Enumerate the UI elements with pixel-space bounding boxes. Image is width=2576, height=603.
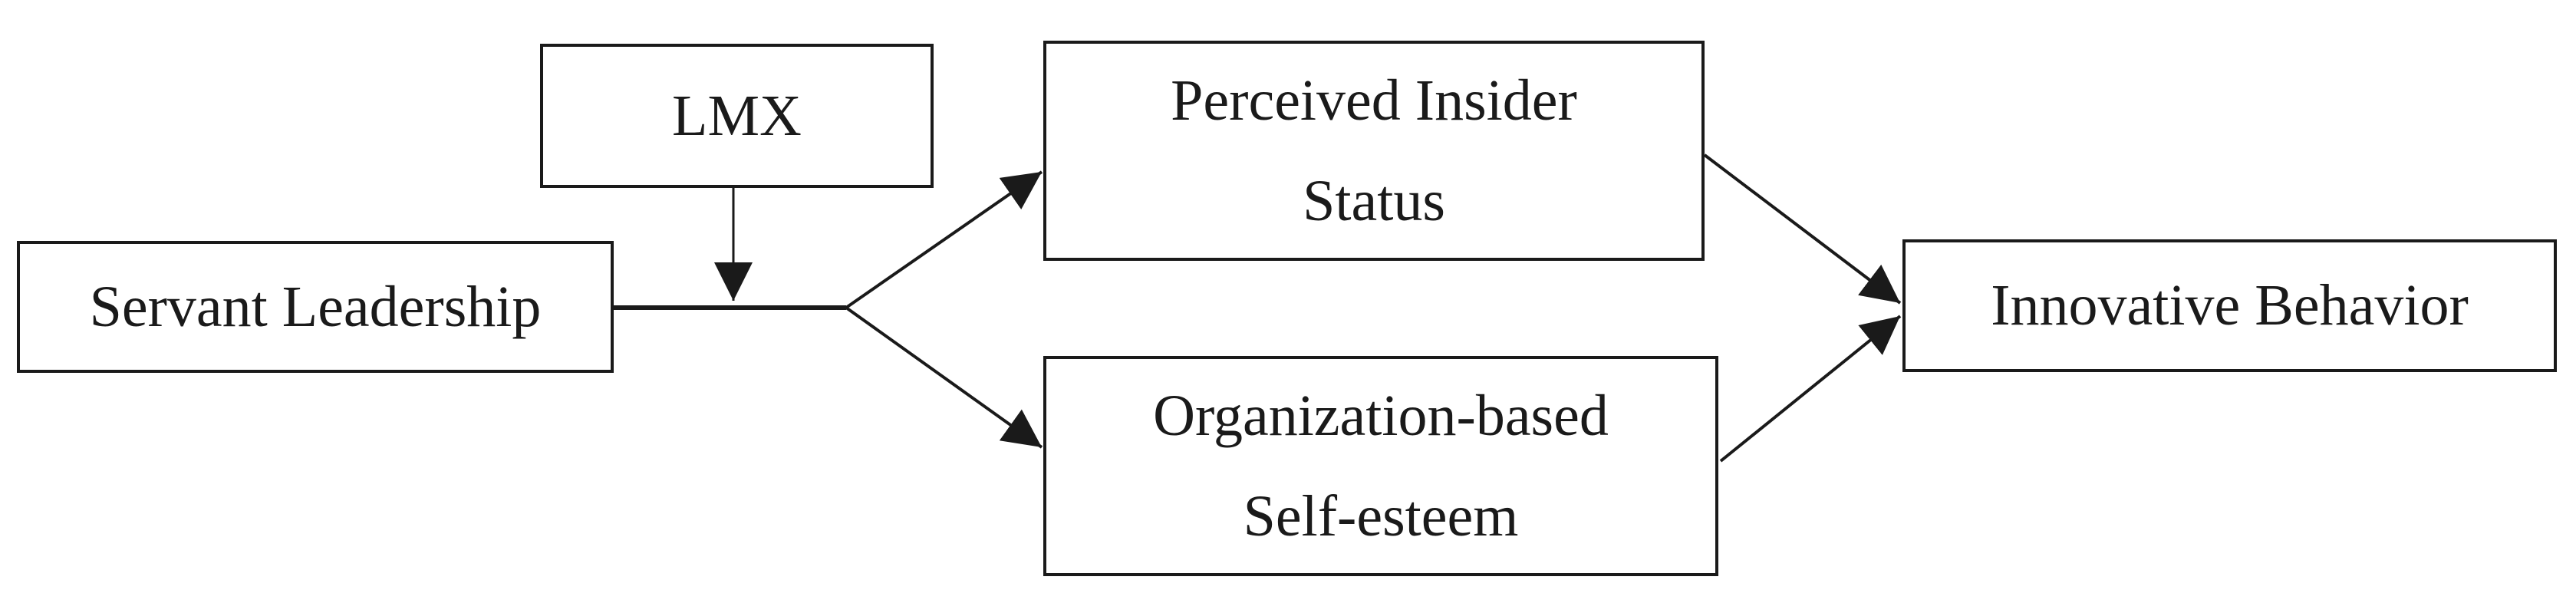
node-perceived-insider-status: Perceived Insider Status [1043, 41, 1705, 261]
edge-servant-to-obse [845, 306, 1043, 449]
node-perceived-insider-status-label-line2: Status [1303, 168, 1445, 233]
node-organization-based-self-esteem-label-line2: Self-esteem [1243, 483, 1519, 549]
edge-pis-to-ib [1703, 153, 1902, 305]
node-perceived-insider-status-label-line1: Perceived Insider [1171, 68, 1577, 133]
node-innovative-behavior: Innovative Behavior [1902, 239, 2557, 372]
edge-servant-to-pis [845, 170, 1043, 309]
node-organization-based-self-esteem-label-line1: Organization-based [1153, 383, 1609, 448]
node-lmx-label: LMX [672, 83, 802, 148]
node-innovative-behavior-label: Innovative Behavior [1991, 273, 2469, 338]
node-lmx: LMX [540, 44, 934, 188]
node-servant-leadership-label: Servant Leadership [89, 274, 542, 339]
node-servant-leadership: Servant Leadership [17, 241, 614, 373]
edge-obse-to-ib [1719, 315, 1902, 463]
node-organization-based-self-esteem: Organization-based Self-esteem [1043, 356, 1718, 576]
